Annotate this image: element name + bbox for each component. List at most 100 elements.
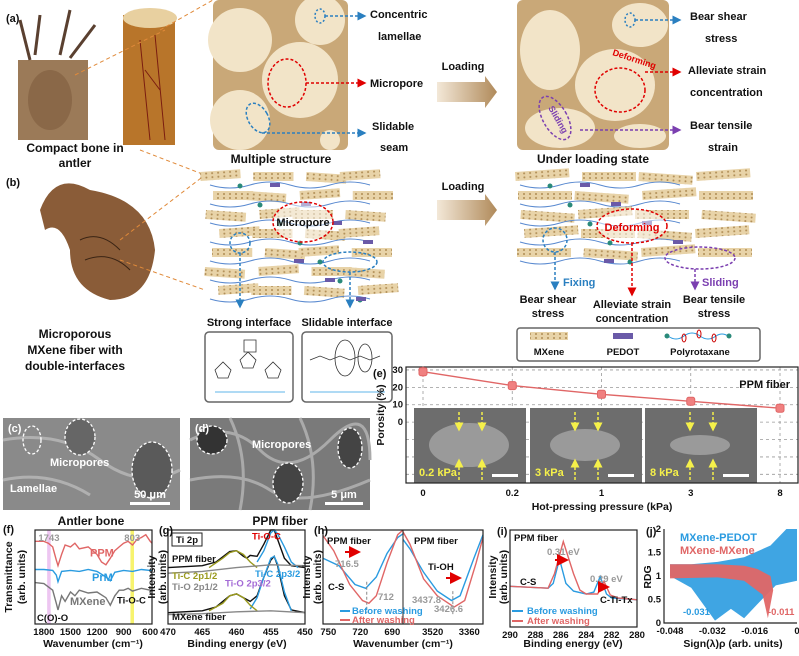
mxene-sheet <box>520 210 575 223</box>
micropore-circle <box>272 201 334 243</box>
annotation-h: Ti-OH <box>428 562 454 573</box>
spectrum-left-1 <box>322 529 404 605</box>
outcome-bear-tensile: Bear tensile <box>683 294 745 306</box>
chain-end-bead <box>257 202 263 208</box>
xtick-i: 288 <box>527 630 543 641</box>
mxene-sheet <box>351 248 392 257</box>
xtick-j: 0 <box>794 626 799 637</box>
xps-c1s-1 <box>509 539 638 601</box>
slidable-interface-label: Slidable interface <box>301 317 392 329</box>
pedot-block <box>294 259 304 263</box>
min-label-mxene: -0.011 <box>768 607 795 618</box>
sliding-label: Sliding <box>702 277 739 289</box>
xtick-f: 1200 <box>86 627 107 638</box>
series-label-mxene-pedot: MXene-PEDOT <box>680 532 757 544</box>
xtick-i: 290 <box>502 630 518 641</box>
pedot-block <box>611 202 621 206</box>
outcome-bear-shear: Bear shear <box>520 294 578 306</box>
deer-image <box>18 9 97 140</box>
annotation-i: 0.31 eV <box>547 547 580 558</box>
inset-pressure-label: 0.2 kPa <box>419 467 458 479</box>
porosity-point <box>507 381 517 391</box>
mxene-sheet <box>200 169 241 181</box>
mxene-sheet <box>303 286 345 298</box>
mxene-sheet <box>299 188 341 200</box>
panel-b: (b) Microporous MXene fiber with double-… <box>6 168 761 403</box>
outcome-tensile-stress: stress <box>698 308 730 320</box>
ytick-e: 10 <box>392 400 403 411</box>
xtick-j: -0.016 <box>741 626 768 637</box>
annotation-g: Ti-O-C <box>252 531 281 542</box>
porosity-point <box>775 403 785 413</box>
annotation-ti-o-c: Ti-O-C <box>117 595 146 606</box>
xtick-f: 1500 <box>60 627 81 638</box>
callout-slidable: Slidable <box>372 121 414 133</box>
mxene-sheet <box>311 267 352 276</box>
min-label-pedot: -0.031 <box>683 607 711 618</box>
sem-c-micropores: Micropores <box>50 457 109 469</box>
pedot-block <box>363 240 373 244</box>
xtick-e: 8 <box>777 488 782 499</box>
inset-scale-bar <box>723 474 749 477</box>
polyrotaxane-chain <box>209 238 371 246</box>
xtick-e: 3 <box>688 488 693 499</box>
sem-c-lamellae: Lamellae <box>10 483 57 495</box>
pedot-legend-swatch <box>613 333 633 339</box>
annotation-g: Ti-C 2p1/2 <box>172 571 217 582</box>
mxene-sheet <box>696 168 751 181</box>
mxene-sheet <box>305 172 347 184</box>
chain-end-bead <box>547 183 553 189</box>
scatter-cloud-1 <box>670 564 774 619</box>
spectrum-prm <box>35 568 152 585</box>
structure-caption: Multiple structure <box>231 152 332 166</box>
loading-arrow-b <box>437 194 497 226</box>
series-label-mxene: MXene <box>70 596 105 608</box>
mxene-sheet <box>245 190 287 203</box>
mxene-sheet <box>635 210 689 219</box>
scale-bar-d <box>325 502 363 505</box>
xtick-j: -0.048 <box>657 626 684 637</box>
ylabel-f-2: (arb. units) <box>16 550 28 604</box>
mxene-sheet <box>344 267 385 279</box>
chain-end-bead <box>237 183 243 189</box>
spectrum-right-1 <box>402 531 484 608</box>
xtick-i: 284 <box>578 630 595 641</box>
spectrum-mxene <box>34 581 152 611</box>
panel-d: (d) Micropores 5 μm PPM fiber <box>189 417 372 528</box>
legend-b: MXene PEDOT Polyrotaxane <box>516 327 761 362</box>
callout-seam: seam <box>380 142 408 154</box>
inset-scale-bar <box>492 474 518 477</box>
callout-bear-shear: Bear shear <box>690 11 748 23</box>
outcome-concentration: concentration <box>596 313 669 325</box>
pedot-block <box>270 183 280 187</box>
pedot-block <box>580 183 590 187</box>
xtick-h: 3520 <box>422 627 443 638</box>
deer-caption-line1: Compact bone in <box>26 141 123 155</box>
annotation-i: C-Ti-Tx <box>600 595 633 606</box>
panel-c: (c) Micropores Lamellae 50 μm Antler bon… <box>2 418 181 528</box>
xlabel-e: Hot-pressing pressure (kPa) <box>532 501 673 513</box>
mxene-sheet <box>213 191 254 200</box>
chain-end-bead <box>317 259 323 265</box>
strong-interface-structure <box>204 331 294 403</box>
callout-concentration: concentration <box>690 87 763 99</box>
xtick-e: 1 <box>599 488 605 499</box>
annotation-h: PPM fiber <box>414 536 458 547</box>
multiple-structure-image <box>208 0 348 150</box>
mxene-sheet <box>258 264 300 276</box>
xtick-j: -0.032 <box>699 626 726 637</box>
slidable-interface-structure <box>301 331 393 403</box>
mxene-sheet <box>640 244 696 257</box>
polyrotaxane-chain <box>209 276 371 284</box>
legend-after-h: After washing <box>352 615 415 626</box>
xlabel-h: Wavenumber (cm⁻¹) <box>353 638 453 650</box>
mxene-sheet <box>264 248 306 260</box>
outcome-alleviate: Alleviate strain <box>593 299 672 311</box>
legend-before-h: Before washing <box>352 606 423 617</box>
polyrotaxane-chain <box>519 238 681 246</box>
pedot-block <box>356 297 366 301</box>
fiber-caption-line1: Microporous <box>39 327 112 341</box>
panel-b-label: (b) <box>6 177 20 189</box>
